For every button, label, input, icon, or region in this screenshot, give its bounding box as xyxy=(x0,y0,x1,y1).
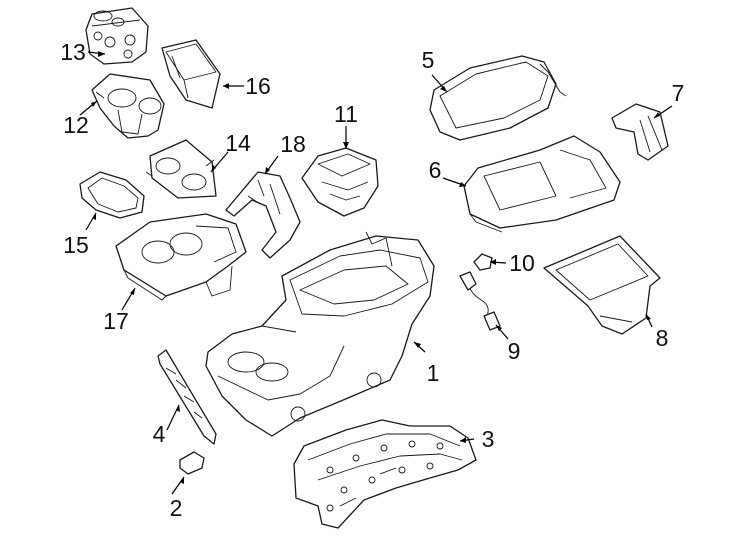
small-cap-icon xyxy=(179,451,205,475)
leader-arrowheads xyxy=(91,51,660,484)
callout-16: 16 xyxy=(245,73,271,99)
callout-11: 11 xyxy=(334,101,358,127)
side-trim-panel-icon xyxy=(157,349,217,445)
tray-insert-icon xyxy=(301,147,379,217)
callout-14: 14 xyxy=(225,130,251,156)
wire-harness-icon xyxy=(459,271,501,331)
callout-8: 8 xyxy=(656,325,669,351)
callout-1: 1 xyxy=(427,360,440,386)
mounting-bracket-plate-icon xyxy=(293,419,477,529)
callout-labels: 1 2 3 4 5 6 7 8 9 10 11 12 13 14 15 16 1… xyxy=(60,39,684,521)
callout-15: 15 xyxy=(63,232,89,258)
clip-icon xyxy=(473,253,493,271)
callout-18: 18 xyxy=(280,131,306,157)
callout-5: 5 xyxy=(422,47,435,73)
cup-holder-bezel-icon xyxy=(145,139,217,199)
storage-box-icon xyxy=(161,39,221,109)
callout-6: 6 xyxy=(429,157,442,183)
console-base-icon xyxy=(205,231,435,437)
front-console-tray-icon xyxy=(115,213,247,301)
hinge-cover-icon xyxy=(611,103,669,161)
callout-4: 4 xyxy=(153,421,166,447)
callout-2: 2 xyxy=(170,495,183,521)
cup-holder-insert-icon xyxy=(85,7,149,65)
callout-9: 9 xyxy=(508,338,521,364)
cup-holder-mat-icon xyxy=(79,171,145,219)
callout-3: 3 xyxy=(482,426,495,452)
callout-7: 7 xyxy=(672,80,685,106)
callout-10: 10 xyxy=(509,250,535,276)
cup-holder-icon xyxy=(91,73,165,139)
callout-17: 17 xyxy=(103,308,129,334)
support-bracket-icon xyxy=(225,171,301,259)
callout-12: 12 xyxy=(63,112,89,138)
storage-bin-icon xyxy=(543,235,661,335)
armrest-base-icon xyxy=(463,135,621,233)
callout-13: 13 xyxy=(60,39,86,65)
armrest-lid-icon xyxy=(429,55,567,141)
